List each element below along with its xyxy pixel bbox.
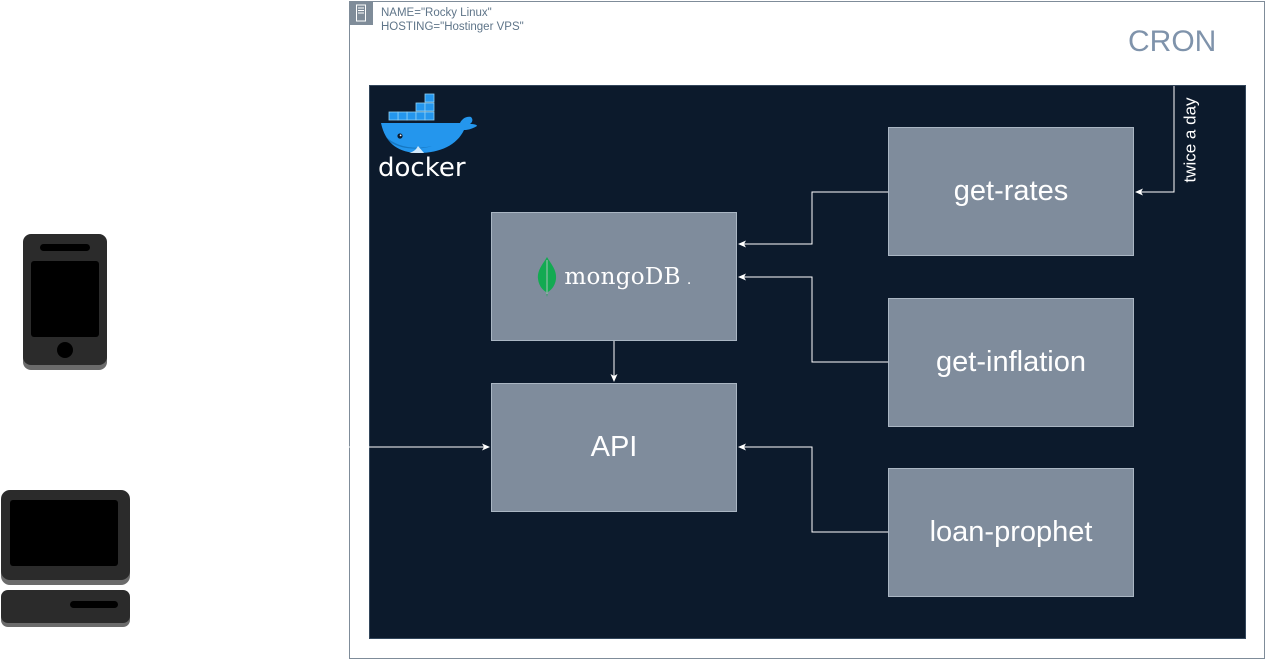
smartphone-icon: [23, 234, 107, 370]
server-icon: [349, 1, 373, 25]
mongodb-logo: mongoDB.: [536, 256, 691, 298]
mongodb-wordmark: mongoDB: [564, 263, 681, 290]
api-service[interactable]: API: [491, 383, 737, 512]
docker-logo: docker: [378, 93, 477, 183]
server-name: NAME="Rocky Linux": [381, 7, 492, 19]
get-rates-service[interactable]: get-rates: [888, 127, 1134, 256]
mongodb-leaf-icon: [538, 256, 557, 297]
docker-whale-icon: [381, 93, 477, 153]
mongodb-service[interactable]: mongoDB.: [491, 212, 737, 341]
server-metadata: NAME="Rocky Linux" HOSTING="Hostinger VP…: [381, 7, 524, 34]
server-hosting: HOSTING="Hostinger VPS": [381, 20, 524, 33]
docker-wordmark: docker: [378, 153, 466, 183]
desktop-computer-icon: [1, 490, 130, 627]
mongodb-wordmark-dot: .: [686, 271, 692, 288]
loan-prophet-service[interactable]: loan-prophet: [888, 468, 1134, 597]
api-label: API: [590, 431, 638, 463]
schedule-label: twice a day: [1181, 97, 1201, 183]
get-inflation-label: get-inflation: [936, 346, 1086, 378]
get-inflation-service[interactable]: get-inflation: [888, 298, 1134, 427]
cron-label: CRON: [1128, 25, 1217, 58]
get-rates-label: get-rates: [953, 175, 1069, 207]
loan-prophet-label: loan-prophet: [929, 516, 1093, 548]
